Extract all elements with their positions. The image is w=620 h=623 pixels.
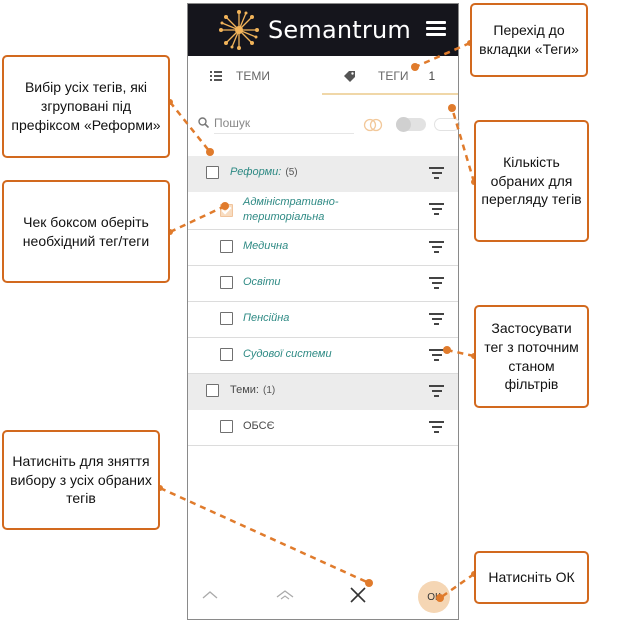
callout-apply: Застосувати тег з поточним станом фільтр… (474, 305, 589, 408)
filter-icon[interactable] (429, 277, 444, 289)
tag-row: Судової системи (188, 338, 458, 374)
bottom-bar: ОК (188, 579, 458, 619)
app-name: Semantrum (268, 16, 411, 44)
callout-clear: Натисніть для зняття вибору з усіх обран… (2, 430, 160, 530)
callout-tags-tab: Перехід до вкладки «Теги» (470, 3, 588, 77)
filter-icon[interactable] (429, 313, 444, 325)
filter-icon[interactable] (429, 167, 444, 179)
tag-label: Освіти (243, 276, 281, 288)
hamburger-menu-icon[interactable] (426, 21, 446, 37)
tag-checkbox[interactable] (220, 276, 233, 289)
filter-toggle[interactable] (396, 117, 426, 132)
filter-icon[interactable] (429, 241, 444, 253)
filter-icon[interactable] (429, 203, 444, 215)
tag-label: Медична (243, 240, 289, 252)
tag-label: ОБСЄ (243, 420, 275, 432)
tab-bar: ТЕМИ ТЕГИ 1 (188, 56, 458, 96)
group-row-themes: Теми:(1) (188, 374, 458, 410)
active-tab-indicator (322, 93, 458, 95)
filter-icon[interactable] (429, 385, 444, 397)
callout-checkbox: Чек боксом оберіть необхідний тег/теги (2, 180, 170, 283)
tag-row: Пенсійна (188, 302, 458, 338)
tag-label: Пенсійна (243, 312, 290, 324)
group-label: Реформи:(5) (230, 166, 298, 178)
clear-selection-icon[interactable] (350, 587, 366, 603)
app-header: Semantrum (188, 4, 458, 56)
phone-screen: Semantrum ТЕМИ ТЕГИ 1 (187, 3, 460, 620)
chevron-up-icon[interactable] (202, 590, 218, 600)
filter-icon[interactable] (429, 421, 444, 433)
callout-ok: Натисніть ОК (474, 551, 589, 604)
tag-label: Адміністративно-територіальна (243, 196, 339, 223)
tag-row: Освіти (188, 266, 458, 302)
tag-checkbox[interactable] (220, 348, 233, 361)
callout-count: Кількість обраних для перегляду тегів (474, 120, 589, 242)
tag-tree: Реформи:(5) Адміністративно-територіальн… (188, 156, 458, 446)
tab-tags-label: ТЕГИ (378, 69, 409, 83)
tag-label: Судової системи (243, 348, 332, 360)
list-icon (210, 71, 222, 81)
tab-themes-label: ТЕМИ (236, 69, 270, 83)
tag-checkbox[interactable] (220, 420, 233, 433)
group-label: Теми:(1) (230, 384, 276, 396)
tag-row: Медична (188, 230, 458, 266)
tag-row: Адміністративно-територіальна (188, 192, 458, 230)
search-input[interactable] (214, 113, 354, 134)
second-toggle[interactable] (434, 118, 460, 131)
intersection-rings-icon[interactable] (363, 118, 383, 132)
semantrum-logo-icon (219, 10, 259, 50)
filter-icon[interactable] (429, 349, 444, 361)
ok-button[interactable]: ОК (418, 581, 450, 613)
search-icon (198, 117, 209, 128)
tag-checkbox[interactable] (220, 240, 233, 253)
group-checkbox-themes[interactable] (206, 384, 219, 397)
group-row-reforms: Реформи:(5) (188, 156, 458, 192)
tag-row: ОБСЄ (188, 410, 458, 446)
double-chevron-up-icon[interactable] (276, 588, 294, 600)
search-row (188, 110, 460, 138)
tag-checkbox[interactable] (220, 312, 233, 325)
group-checkbox-reforms[interactable] (206, 166, 219, 179)
tab-tags-count: 1 (428, 69, 436, 83)
tab-themes[interactable]: ТЕМИ (210, 56, 270, 96)
tag-icon (344, 70, 355, 82)
tab-tags[interactable]: ТЕГИ 1 (343, 56, 435, 96)
tag-checkbox[interactable] (220, 204, 233, 217)
callout-select-all: Вибір усіх тегів, які згруповані під пре… (2, 55, 170, 158)
